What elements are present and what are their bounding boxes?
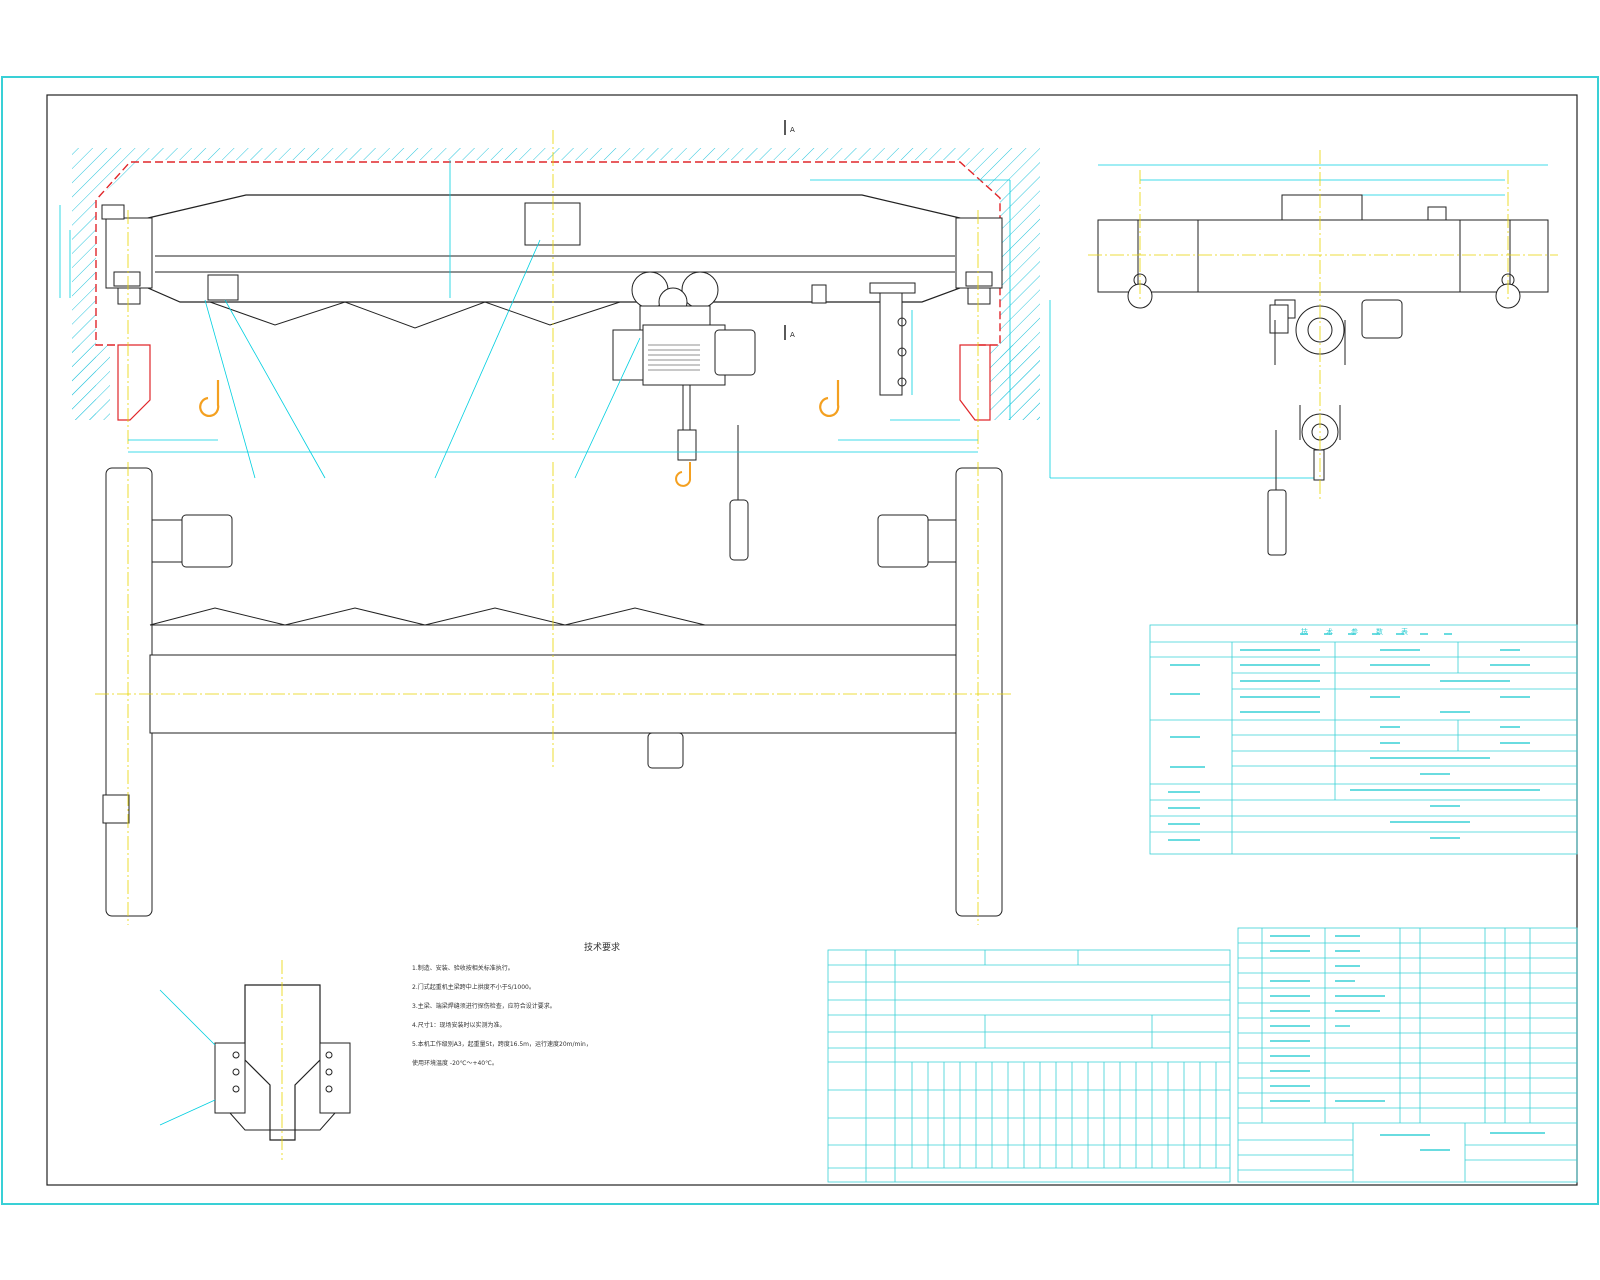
electric-hoist [612,271,756,561]
parameter-table [1149,624,1578,855]
technical-note-5: 5.本机工作级别A3，起重量5t，跨度16.5m，运行速度20m/min， [412,1041,592,1048]
technical-notes-title: 技术要求 [583,943,620,953]
clearance-outline [95,161,1001,346]
parts-list-title-block [1237,927,1578,1183]
front-elevation-view: A A [59,120,1320,561]
column-left-hatch [72,345,110,420]
technical-notes: 技术要求 1.制造、安装、验收按相关标准执行。 2.门式起重机主梁跨中上拱度不小… [412,940,792,1073]
rail-support-left [117,344,151,421]
sheet-outer-frame [1,76,1599,1205]
pendant-control-icon [729,499,749,561]
parts-list-text-strokes [1270,935,1545,1151]
load-table [827,949,1231,1183]
parameter-table-text-strokes [1168,633,1540,841]
technical-note-2: 2.门式起重机主梁跨中上拱度不小于S/1000。 [412,984,535,991]
hook-icon [675,462,692,487]
rail-support-right [959,344,991,421]
technical-note-1: 1.制造、安装、验收按相关标准执行。 [412,965,514,972]
technical-note-3: 3.主梁、端梁焊缝须进行探伤检查，应符合设计要求。 [412,1003,556,1010]
hook-icon-left [199,380,220,417]
side-elevation-view [1088,150,1558,556]
column-right-hatch [990,345,1040,420]
hoist-motor-icon [612,329,644,381]
parameter-table-title: 技术参数表 [1301,628,1426,636]
technical-note-6: 使用环境温度 -20℃～+40℃。 [412,1060,498,1067]
view-mark-a-bottom: A [790,331,795,339]
plan-view [95,462,1012,925]
view-mark-a-top: A [790,126,795,134]
technical-note-4: 4.尺寸1：现场安装时以实测为准。 [412,1022,506,1029]
festoon-cable [209,301,621,329]
girder-section-detail [159,960,351,1160]
hook-icon-right [819,380,840,417]
